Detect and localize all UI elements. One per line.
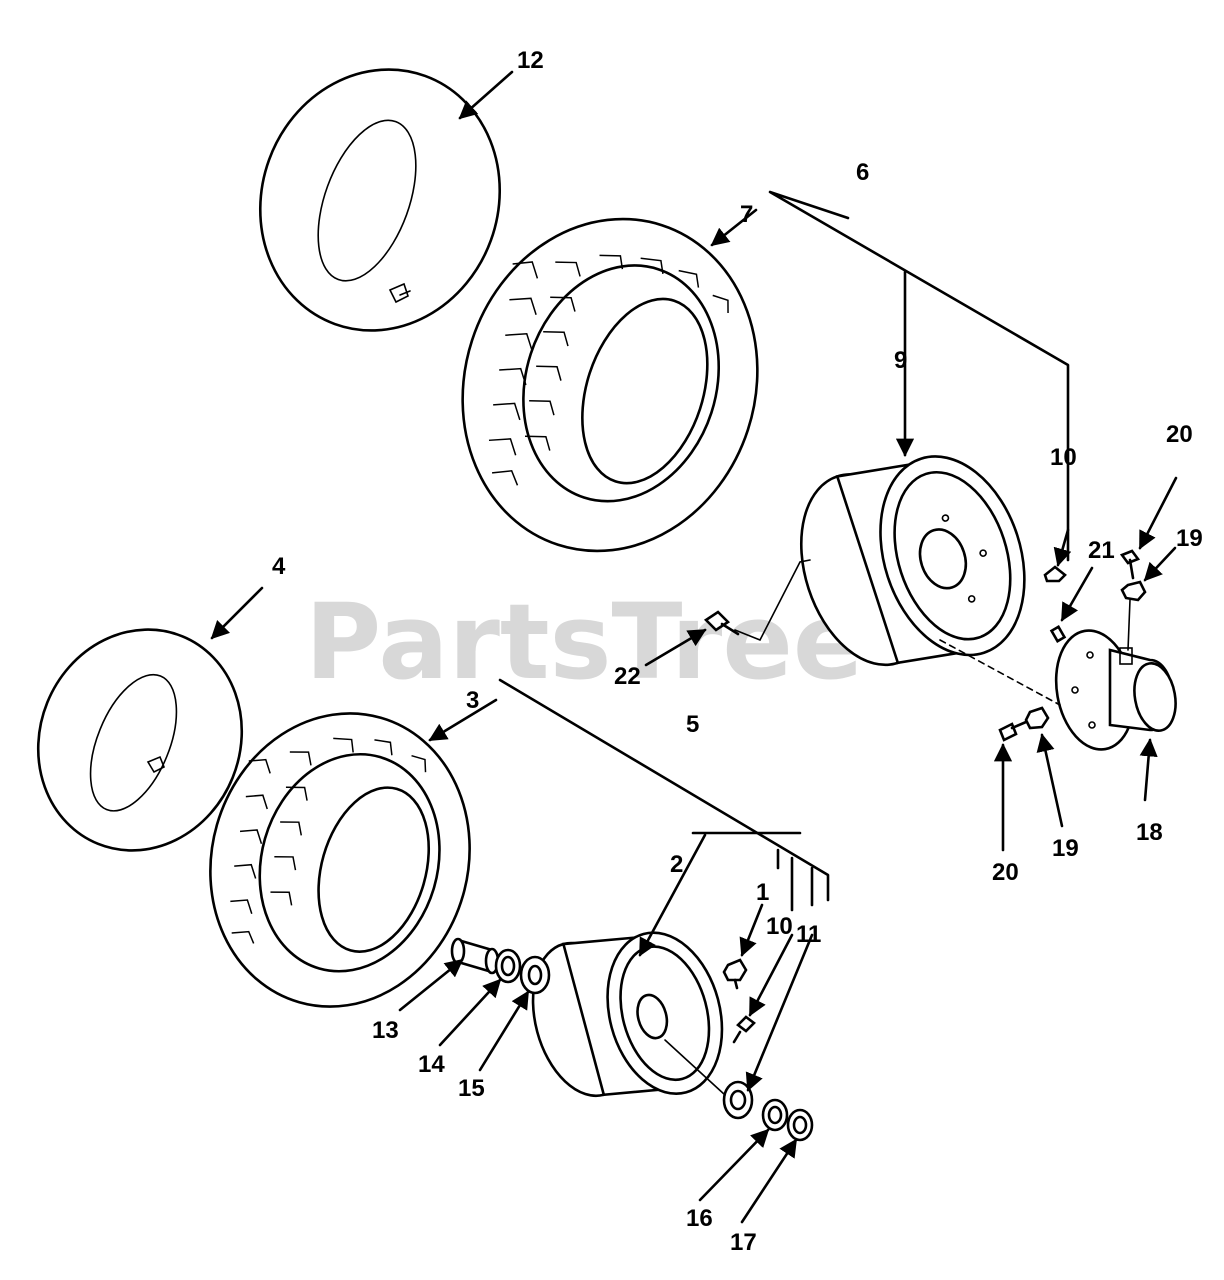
callout-14[interactable]: 14	[418, 1051, 445, 1078]
leader-lines	[210, 70, 1178, 1224]
callout-12[interactable]: 12	[517, 47, 544, 74]
callout-16[interactable]: 16	[686, 1205, 713, 1232]
callout-1[interactable]: 1	[756, 879, 769, 906]
callout-19-bottom[interactable]: 19	[1052, 835, 1079, 862]
callout-18[interactable]: 18	[1136, 819, 1163, 846]
part-12-inner-tube-rear[interactable]	[224, 36, 536, 365]
callout-4[interactable]: 4	[272, 553, 286, 580]
callout-22[interactable]: 22	[614, 663, 641, 690]
part-19-nut-top[interactable]	[1120, 580, 1147, 602]
part-22-bolt[interactable]	[703, 610, 740, 636]
part-17-washer[interactable]	[786, 1108, 814, 1142]
part-2-wheel-rim-front[interactable]	[517, 909, 739, 1125]
callout-5[interactable]: 5	[686, 711, 699, 738]
callout-21[interactable]: 21	[1088, 537, 1115, 564]
part-3-tire-front[interactable]	[176, 682, 504, 1037]
part-14-bearing[interactable]	[494, 948, 522, 984]
callout-10-rear[interactable]: 10	[1050, 444, 1077, 471]
callout-19-top[interactable]: 19	[1176, 525, 1203, 552]
part-4-inner-tube-front[interactable]	[5, 599, 274, 882]
part-20-bolt-bottom[interactable]	[998, 720, 1028, 742]
part-11-bearing[interactable]	[722, 1080, 754, 1120]
callout-7[interactable]: 7	[740, 201, 753, 228]
callout-20-top[interactable]: 20	[1166, 421, 1193, 448]
callout-13[interactable]: 13	[372, 1017, 399, 1044]
callout-labels: 12 6 7 9 10 20 19 21 22 18 19 20 4 3 5 2…	[272, 47, 1203, 1256]
watermark-text: PartsTree	[305, 581, 863, 703]
callout-2[interactable]: 2	[670, 851, 683, 878]
callout-15[interactable]: 15	[458, 1075, 485, 1102]
part-21-key[interactable]	[1049, 625, 1067, 643]
part-10-valve-stem-front[interactable]	[732, 1015, 756, 1044]
callout-9[interactable]: 9	[894, 347, 907, 374]
callout-6[interactable]: 6	[856, 159, 869, 186]
callout-3[interactable]: 3	[466, 687, 479, 714]
callout-20-bottom[interactable]: 20	[992, 859, 1019, 886]
part-13-bushing[interactable]	[450, 937, 500, 975]
part-7-tire-rear[interactable]	[420, 180, 800, 589]
callout-17[interactable]: 17	[730, 1229, 757, 1256]
part-10-valve-stem-rear[interactable]	[1043, 565, 1067, 583]
part-20-bolt-top[interactable]	[1119, 549, 1141, 580]
part-18-hub-rear[interactable]	[1047, 624, 1180, 755]
part-16-washer[interactable]	[761, 1098, 789, 1132]
part-15-washer[interactable]	[519, 955, 551, 995]
callout-11[interactable]: 11	[796, 921, 821, 948]
callout-10-front[interactable]: 10	[766, 913, 793, 940]
part-19-nut-bottom[interactable]	[1024, 706, 1050, 730]
part-1-grease-fitting[interactable]	[722, 958, 748, 990]
part-9-wheel-rim-rear[interactable]	[778, 429, 1048, 698]
